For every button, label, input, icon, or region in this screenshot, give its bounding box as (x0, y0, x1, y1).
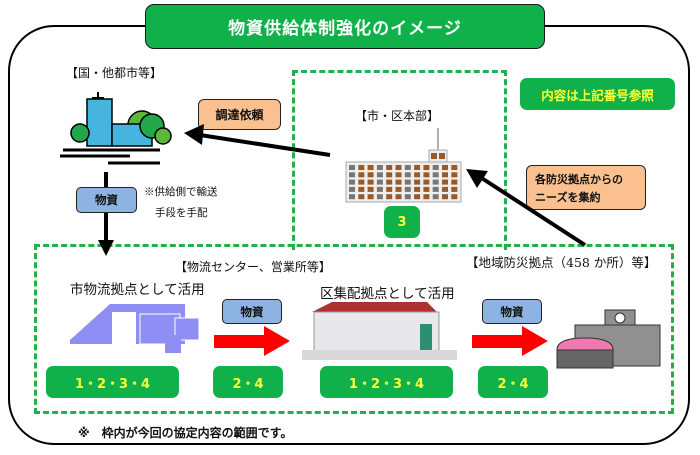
building-window (404, 165, 411, 170)
building-window (432, 165, 439, 170)
building-window (431, 153, 437, 159)
building-window (414, 165, 421, 170)
footnote: ※ 枠内が今回の協定内容の範囲です。 (78, 426, 293, 440)
building-window (404, 194, 411, 200)
building-window (376, 194, 383, 200)
building-window (367, 172, 374, 178)
building-window (432, 172, 439, 178)
building-window (423, 179, 430, 185)
building-window (414, 186, 421, 192)
transfer1-badge: 2・4 (213, 366, 283, 398)
building-window (451, 165, 458, 170)
building-window (395, 179, 402, 185)
building-window (349, 194, 355, 200)
building-window (395, 172, 402, 178)
transfer2-arrow-icon (472, 326, 548, 356)
scope-frame-bottom (34, 244, 674, 414)
building-window (442, 179, 448, 185)
request-arrow-line (199, 133, 331, 157)
needs-label-line1: 各防災拠点からの (535, 173, 623, 186)
transfer1-arrow-icon (214, 326, 290, 356)
building-window (349, 186, 355, 192)
building-window (423, 165, 430, 170)
supply-label: 物資 (76, 187, 137, 213)
building-window (376, 186, 383, 192)
building-window (358, 194, 365, 200)
building-window (367, 179, 374, 185)
transfer2-badge: 2・4 (478, 366, 548, 398)
needs-arrow-line (478, 175, 587, 247)
building-window (442, 172, 448, 178)
building-window (349, 165, 355, 170)
city-hq-badge: 3 (384, 206, 420, 238)
ward-hub-badge: 1・2・3・4 (320, 366, 453, 398)
diagram-title: 物資供給体制強化のイメージ (145, 4, 545, 49)
building-window (367, 165, 374, 170)
building-window (442, 186, 448, 192)
supply-note-line1: ※供給側で輸送 (144, 186, 218, 198)
building-window (367, 186, 374, 192)
request-label: 調達依頼 (198, 99, 281, 130)
national-label: 【国・他都市等】 (66, 66, 163, 80)
building-window (442, 165, 448, 170)
building-window (386, 172, 393, 178)
building-window (414, 172, 421, 178)
disaster-site-school-icon (556, 309, 661, 369)
building-window (386, 194, 393, 200)
transfer2-label: 物資 (482, 299, 542, 324)
scope-frame-top (292, 70, 507, 250)
building-window (395, 194, 402, 200)
building-window (404, 179, 411, 185)
building-window (432, 186, 439, 192)
building-window (349, 179, 355, 185)
building-window (386, 165, 393, 170)
building-window (442, 194, 448, 200)
request-arrowhead (184, 124, 204, 145)
supply-note-line2: 手段を手配 (155, 207, 208, 219)
city-hall-building-icon (345, 128, 462, 203)
building-window (451, 186, 458, 192)
building-window (358, 172, 365, 178)
disaster-site-label: 【地域防災拠点（458 か所）等】 (466, 255, 657, 270)
building-window (395, 186, 402, 192)
needs-label: 各防災拠点からの ニーズを集約 (526, 165, 646, 210)
building-window (432, 194, 439, 200)
building-window (451, 172, 458, 178)
building-window (423, 186, 430, 192)
warehouse-forklift-icon (70, 304, 200, 353)
logistics-label: 【物流センター、営業所等】 (175, 260, 331, 274)
building-window (386, 186, 393, 192)
city-hub-badge: 1・2・3・4 (46, 366, 179, 398)
building-window (367, 194, 374, 200)
transfer1-label: 物資 (222, 299, 282, 324)
building-window (432, 179, 439, 185)
building-window (414, 179, 421, 185)
building-window (358, 186, 365, 192)
needs-label-line2: ニーズを集約 (535, 191, 601, 204)
building-window (376, 172, 383, 178)
city-hq-label: 【市・区本部】 (355, 109, 440, 123)
building-window (395, 165, 402, 170)
building-window (358, 165, 365, 170)
building-window (358, 179, 365, 185)
distribution-warehouse-icon (302, 302, 457, 360)
ward-hub-caption: 区集配拠点として活用 (320, 286, 455, 302)
building-window (376, 165, 383, 170)
building-window (404, 186, 411, 192)
building-window (376, 179, 383, 185)
building-window (451, 194, 458, 200)
building-window (349, 172, 355, 178)
building-window (414, 194, 421, 200)
building-window (423, 194, 430, 200)
building-window (423, 172, 430, 178)
building-window (439, 153, 445, 159)
needs-arrowhead (466, 169, 488, 188)
city-hub-caption: 市物流拠点として活用 (70, 282, 205, 298)
building-window (404, 172, 411, 178)
government-building-icon (60, 92, 172, 165)
legend-note-badge: 内容は上記番号参照 (520, 78, 675, 110)
building-window (451, 179, 458, 185)
building-window (386, 179, 393, 185)
